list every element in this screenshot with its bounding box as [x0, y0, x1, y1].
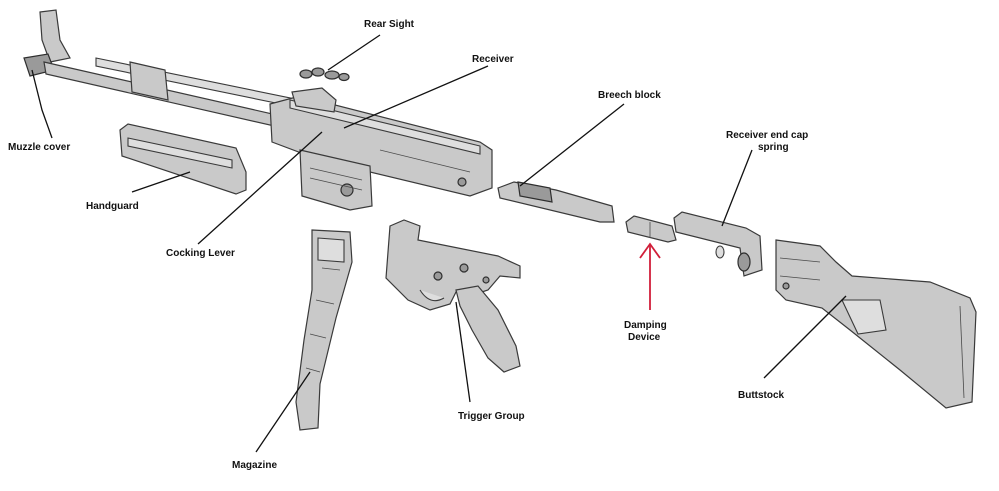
rear-sight-parts [299, 67, 350, 82]
label-handguard: Handguard [86, 201, 139, 212]
label-buttstock: Buttstock [738, 390, 785, 401]
rear-sight-block [291, 87, 337, 113]
handguard-part [119, 123, 247, 195]
breech-block-part [497, 181, 615, 223]
trigger-group-part [385, 219, 521, 373]
label-cocking-lever: Cocking Lever [166, 248, 235, 259]
label-muzzle-cover: Muzzle cover [8, 142, 70, 153]
leader-muzzle-cover [31, 69, 53, 139]
label-receiver-end-cap-line1: Receiver end cap [726, 130, 808, 141]
leader-end-cap [721, 149, 753, 227]
magazine-well [299, 149, 373, 211]
highlight-arrow [639, 242, 661, 310]
leader-cocking-lever [197, 131, 323, 245]
label-trigger-group: Trigger Group [458, 411, 525, 422]
label-magazine: Magazine [232, 460, 277, 471]
label-damping-line1: Damping [624, 320, 667, 331]
leader-handguard [131, 171, 191, 193]
gas-block [129, 61, 169, 101]
front-sight [39, 9, 71, 63]
leader-receiver [343, 65, 489, 129]
leader-trigger-group [455, 301, 471, 403]
label-breech-block: Breech block [598, 90, 661, 101]
receiver-body [269, 95, 493, 197]
leader-breech-block [519, 103, 625, 187]
magazine-part [295, 229, 353, 431]
receiver-rail [289, 99, 481, 155]
receiver-end-cap-part [673, 211, 763, 277]
buttstock-part [775, 239, 977, 409]
damping-device-part [625, 215, 677, 243]
leader-lines [31, 34, 847, 453]
label-damping-line2: Device [628, 332, 661, 343]
labels: Rear Sight Receiver Muzzle cover Breech … [8, 19, 808, 471]
leader-buttstock [763, 295, 847, 379]
label-receiver-end-cap-line2: spring [758, 142, 789, 153]
label-rear-sight: Rear Sight [364, 19, 415, 30]
leader-rear-sight [327, 34, 381, 71]
barrel-receiver-assembly [23, 9, 493, 211]
label-receiver: Receiver [472, 54, 514, 65]
leader-magazine [255, 371, 311, 453]
